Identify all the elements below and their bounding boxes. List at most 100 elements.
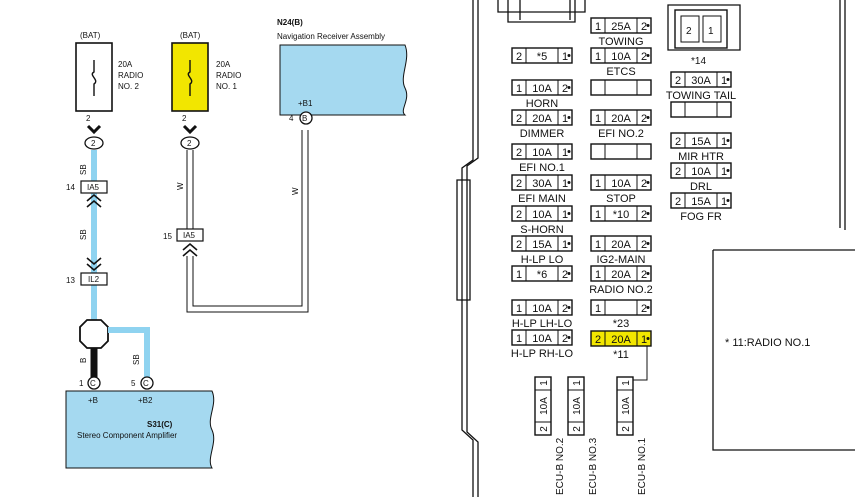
fuse-body: [670, 101, 732, 118]
fuse-label: TOWING: [598, 36, 643, 48]
il2-connector: [80, 272, 108, 286]
fuse-label: *23: [613, 318, 630, 330]
fuse-pin-a: 2: [621, 426, 632, 432]
fuse-label: DRL: [690, 181, 712, 193]
fuse-label: TOWING TAIL: [666, 90, 736, 102]
fuse-pin-a: 1: [516, 303, 522, 315]
fuse-dot: [567, 272, 571, 275]
fuse-label: ECU-B NO.2: [555, 437, 566, 495]
fuse-pin-a: 1: [595, 178, 601, 190]
nav-pin-num: 4: [289, 114, 294, 123]
radio2-name-2: NO. 2: [118, 82, 139, 91]
fuse-pin-a: 1: [595, 113, 601, 125]
fuse-dot: [646, 272, 650, 275]
fuse-dot: [567, 212, 571, 215]
fuse-mid-2: [590, 79, 652, 96]
fuse-rating: 10A: [532, 333, 552, 345]
radio1-rating: 20A: [216, 60, 231, 69]
fuse-rating: 10A: [532, 209, 552, 221]
fuse-pin-a: 2: [516, 113, 522, 125]
fuse-rating: 20A: [611, 113, 631, 125]
fuse-body: [616, 376, 634, 436]
amp-pin5-label: C: [143, 379, 149, 388]
fuse-label: ETCS: [606, 66, 635, 78]
fuse-pin-b: 2: [641, 51, 647, 63]
radio1-connector-chevron: [182, 124, 198, 135]
fuse-pin-b: 1: [539, 380, 550, 386]
fuse-label: RADIO NO.2: [589, 284, 653, 296]
fuse-rating: 25A: [611, 21, 631, 33]
il2-chevrons: [86, 257, 102, 272]
fuse-label: EFI NO.1: [519, 162, 565, 174]
fuse-pin-a: 1: [595, 21, 601, 33]
wire-junction: [79, 319, 109, 349]
fuse-radio1-symbol: [187, 60, 193, 96]
fuse-dot: [567, 181, 571, 184]
relay-pin-b-box: [702, 15, 722, 43]
fuse-label: ECU-B NO.1: [637, 437, 648, 495]
amp-term1: +B: [88, 396, 98, 405]
fuse-rating: 20A: [532, 113, 552, 125]
fuse-body: [511, 79, 573, 96]
fuse-pin-a: 2: [539, 426, 550, 432]
fuse-label: H-LP RH-LO: [511, 348, 574, 360]
fuse-label: STOP: [606, 193, 636, 205]
fuse-rating: 10A: [532, 83, 552, 95]
fuse-rating: 15A: [532, 239, 552, 251]
fuse-pin-b: 1: [721, 75, 727, 87]
fuse-label: IG2-MAIN: [597, 254, 646, 266]
amp-pin1-num: 1: [79, 379, 84, 388]
fuse-body: [511, 299, 573, 316]
fuse-pin-b: 2: [562, 83, 568, 95]
ia5-mid-chevrons: [182, 242, 198, 257]
fuse-pin-a: 2: [675, 75, 681, 87]
radio1-name-2: NO. 1: [216, 82, 237, 91]
fuse-pin-a: 1: [595, 239, 601, 251]
radio2-connector-chevron: [86, 124, 102, 135]
fuse-pin-a: 1: [516, 83, 522, 95]
fuse-body: [511, 174, 573, 191]
fuse-dot: [646, 212, 650, 215]
fuse-body: [590, 143, 652, 160]
fuse-dot: [567, 116, 571, 119]
ia5-mid-label: IA5: [183, 231, 196, 240]
fuse-body: [670, 192, 732, 209]
amp-name: Stereo Component Amplifier: [77, 431, 177, 440]
fuse-pin-b: 1: [721, 166, 727, 178]
fuse-body: [590, 174, 652, 191]
fuse-rating: 30A: [691, 75, 711, 87]
fuse-dot: [567, 242, 571, 245]
fuse-label: ECU-B NO.3: [588, 437, 599, 495]
fuse-body: [590, 109, 652, 126]
fuse-pin-b: 2: [641, 178, 647, 190]
fuse-body: [511, 235, 573, 252]
fuse-pin-b: 2: [641, 269, 647, 281]
fuse-body: [534, 376, 552, 436]
fuse-right-1: [670, 101, 732, 118]
fuse-pin-a: 1: [595, 269, 601, 281]
fuse-rating: 20A: [611, 239, 631, 251]
fuse-pin-a: 1: [516, 269, 522, 281]
fuse-pin-b: 1: [641, 334, 647, 346]
amp-code: S31(C): [147, 420, 173, 429]
fuse-pin-b: 2: [641, 209, 647, 221]
sb-label-1: SB: [79, 164, 88, 175]
fuse-pin-b: 2: [641, 239, 647, 251]
fuse-rating: *5: [537, 51, 547, 63]
fusebox-note: * 11:RADIO NO.1: [725, 337, 810, 349]
w-label-1: W: [176, 182, 185, 190]
ia5-top-connector: [80, 180, 108, 194]
